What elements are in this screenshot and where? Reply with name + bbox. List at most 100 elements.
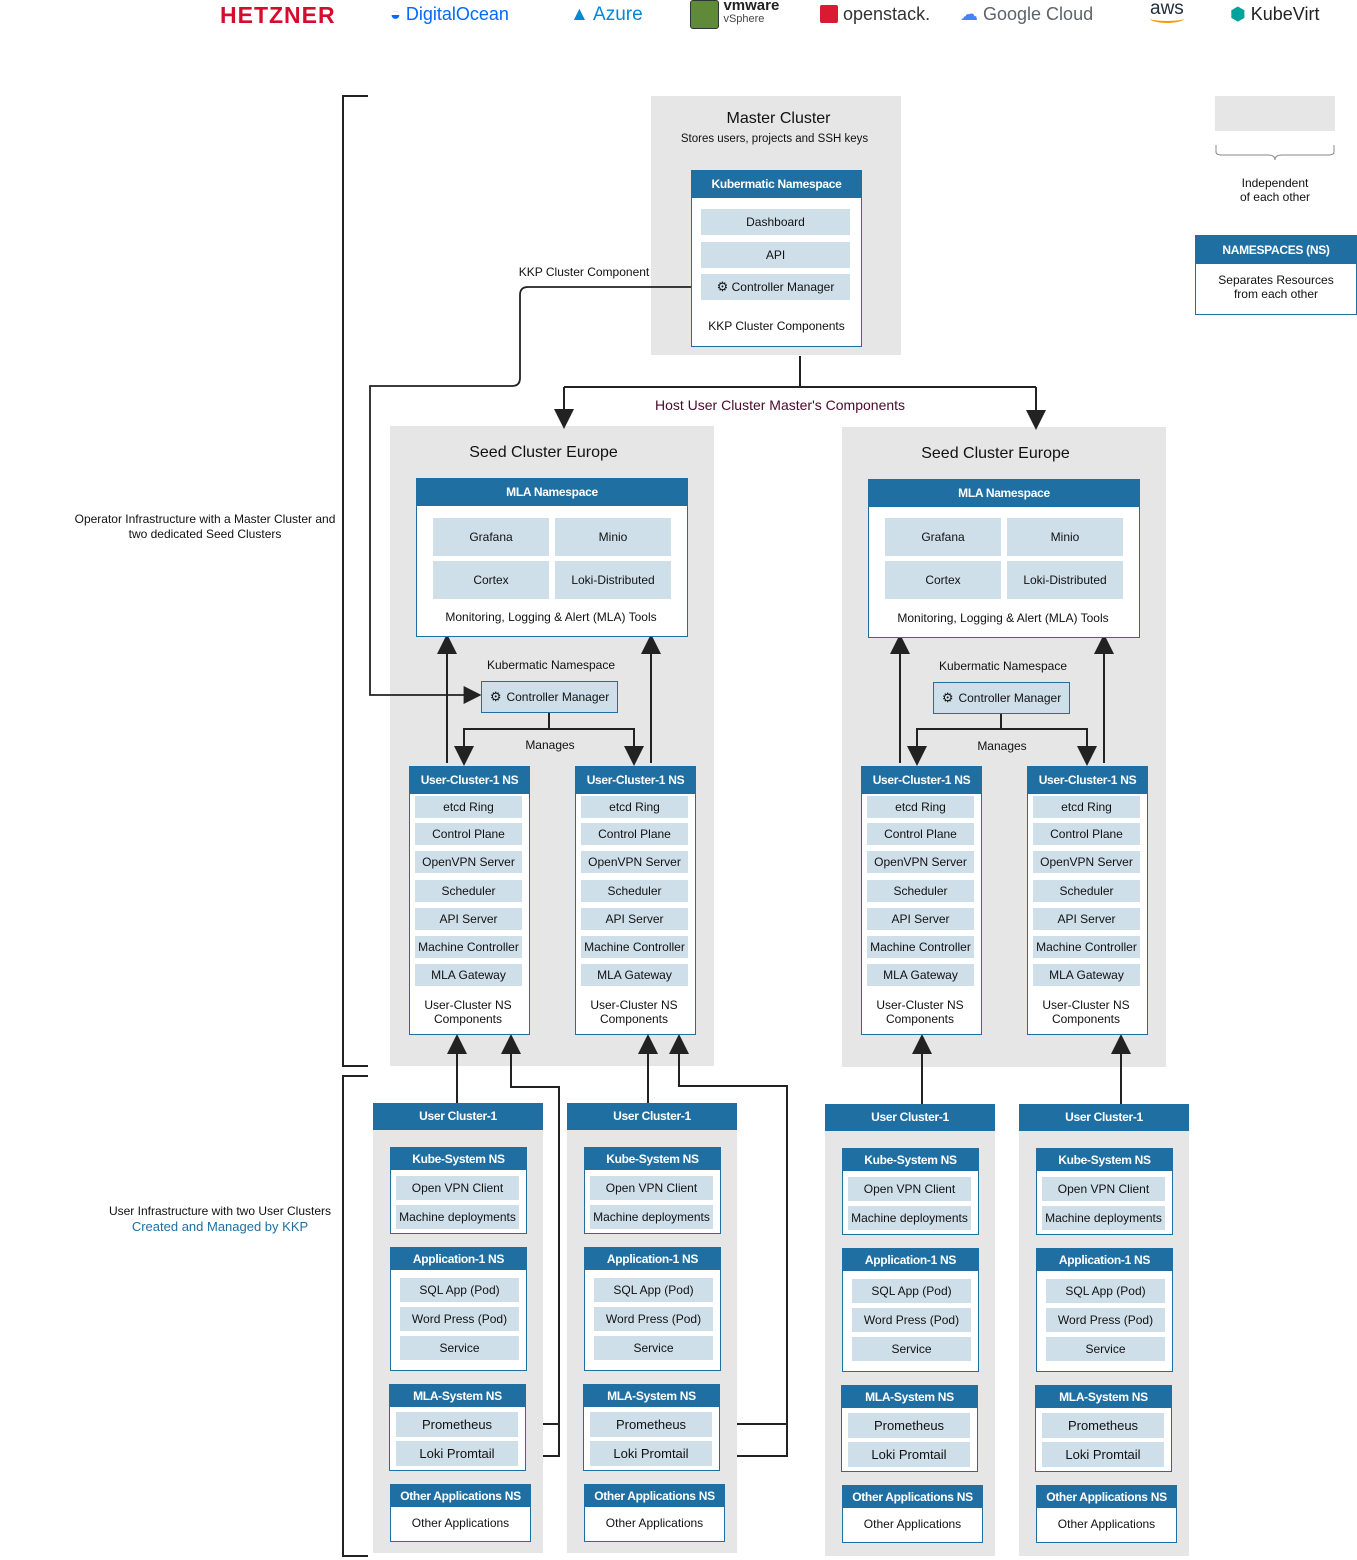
seed-1-b-openvpn-server: OpenVPN Server — [581, 851, 688, 873]
seed-1-a-control-plane: Control Plane — [415, 823, 522, 845]
master-cluster-subtitle: Stores users, projects and SSH keys — [680, 133, 869, 145]
uc1-other-apps-ns-title: Other Applications NS — [391, 1485, 530, 1507]
digitalocean-icon: ◒ — [390, 4, 401, 24]
uc3-application-ns-title: Application-1 NS — [843, 1249, 978, 1271]
seed-cluster-2-title: Seed Cluster Europe — [921, 445, 1070, 462]
uc1-word-press: Word Press (Pod) — [400, 1307, 519, 1331]
legend-gray-box — [1215, 96, 1335, 131]
uc2-sql-app: SQL App (Pod) — [594, 1278, 713, 1302]
uc2-mla-system-ns-title: MLA-System NS — [584, 1385, 719, 1407]
seed-2-mla-namespace-title: MLA Namespace — [869, 480, 1139, 507]
seed-1-b-api-server: API Server — [581, 908, 688, 930]
kubevirt-text: KubeVirt — [1250, 4, 1320, 24]
uc4-machine-deployments: Machine deployments — [1042, 1206, 1165, 1230]
aws-text: aws — [1150, 0, 1184, 19]
uc3-sql-app: SQL App (Pod) — [852, 1279, 971, 1303]
seed-1-b-machine-controller: Machine Controller — [581, 936, 688, 958]
seed-1-mla-namespace: MLA Namespace — [416, 478, 688, 637]
seed-2-b-api-server: API Server — [1033, 908, 1140, 930]
seed-1-a-scheduler: Scheduler — [415, 880, 522, 902]
seed-2-user-cluster-ns-a-title: User-Cluster-1 NS — [862, 767, 981, 794]
uc4-loki-promtail: Loki Promtail — [1042, 1442, 1164, 1467]
user-infrastructure-line1: User Infrastructure with two User Cluste… — [108, 1204, 332, 1218]
seed-1-b-footer: User-Cluster NS Components — [590, 998, 678, 1026]
gear-icon: ⚙ — [489, 689, 502, 704]
seed-2-b-footer: User-Cluster NS Components — [1042, 998, 1130, 1026]
kubevirt-icon: ⬢ — [1230, 4, 1246, 24]
seed-1-b-mla-gateway: MLA Gateway — [581, 964, 688, 986]
vmware-text: vmware — [723, 0, 780, 14]
seed-2-b-etcd: etcd Ring — [1033, 796, 1140, 818]
vsphere-text: vSphere — [723, 13, 765, 25]
google-cloud-text: Google Cloud — [983, 4, 1094, 24]
seed-cluster-1-title: Seed Cluster Europe — [469, 444, 618, 461]
vmware-logo: vmware vSphere — [690, 0, 779, 29]
uc4-service: Service — [1046, 1337, 1165, 1361]
google-cloud-icon: ☁ — [960, 4, 978, 24]
uc3-kube-system-ns-title: Kube-System NS — [843, 1149, 978, 1171]
user-cluster-1-title: User Cluster-1 — [373, 1103, 543, 1130]
seed-1-b-scheduler: Scheduler — [581, 880, 688, 902]
host-user-cluster-label: Host User Cluster Master's Components — [620, 397, 940, 413]
uc3-other-apps-ns: Other Applications NS Other Applications — [842, 1485, 983, 1543]
seed-1-controller-manager-label: Controller Manager — [506, 690, 610, 704]
uc2-other-apps: Other Applications — [605, 1516, 704, 1530]
openstack-logo: openstack. — [820, 4, 930, 25]
seed-2-minio: Minio — [1007, 518, 1123, 556]
seed-2-b-openvpn-server: OpenVPN Server — [1033, 851, 1140, 873]
seed-1-a-mla-gateway: MLA Gateway — [415, 964, 522, 986]
hetzner-logo: HETZNER — [220, 2, 336, 28]
uc2-loki-promtail: Loki Promtail — [590, 1441, 712, 1466]
seed-2-b-mla-gateway: MLA Gateway — [1033, 964, 1140, 986]
uc2-machine-deployments: Machine deployments — [590, 1205, 713, 1229]
legend-namespaces-box: NAMESPACES (NS) Separates Resources from… — [1195, 235, 1357, 315]
seed-2-a-control-plane: Control Plane — [867, 823, 974, 845]
seed-1-mla-footer: Monitoring, Logging & Alert (MLA) Tools — [445, 610, 657, 624]
seed-1-grafana: Grafana — [433, 518, 549, 556]
uc4-sql-app: SQL App (Pod) — [1046, 1279, 1165, 1303]
user-cluster-2-title: User Cluster-1 — [567, 1103, 737, 1130]
seed-2-b-control-plane: Control Plane — [1033, 823, 1140, 845]
google-cloud-logo: ☁ Google Cloud — [960, 4, 1093, 25]
legend-namespaces-title: NAMESPACES (NS) — [1196, 236, 1356, 264]
uc4-other-apps-ns: Other Applications NS Other Applications — [1036, 1485, 1177, 1543]
azure-text: Azure — [593, 4, 643, 25]
dashboard-item: Dashboard — [701, 209, 850, 235]
legend-independent-label: Independent of each other — [1239, 176, 1311, 204]
kkp-cluster-component-label: KKP Cluster Component — [518, 265, 650, 279]
seed-1-mla-namespace-title: MLA Namespace — [417, 479, 687, 506]
uc3-prometheus: Prometheus — [848, 1413, 970, 1438]
seed-1-a-openvpn-server: OpenVPN Server — [415, 851, 522, 873]
kubevirt-logo: ⬢ KubeVirt — [1230, 4, 1319, 25]
seed-2-b-scheduler: Scheduler — [1033, 880, 1140, 902]
openstack-text: openstack. — [843, 4, 931, 24]
uc3-loki-promtail: Loki Promtail — [848, 1442, 970, 1467]
uc2-prometheus: Prometheus — [590, 1412, 712, 1437]
aws-logo: aws — [1150, 0, 1184, 23]
seed-1-kubermatic-namespace-label: Kubermatic Namespace — [486, 658, 616, 672]
seed-2-a-mla-gateway: MLA Gateway — [867, 964, 974, 986]
seed-2-user-cluster-ns-b-title: User-Cluster-1 NS — [1028, 767, 1147, 794]
master-cluster-title: Master Cluster — [726, 110, 831, 127]
digitalocean-text: DigitalOcean — [405, 4, 509, 24]
vsphere-icon — [690, 0, 719, 29]
seed-2-controller-manager: ⚙ Controller Manager — [933, 682, 1070, 714]
seed-2-a-footer: User-Cluster NS Components — [876, 998, 964, 1026]
uc4-kube-system-ns-title: Kube-System NS — [1037, 1149, 1172, 1171]
uc1-kube-system-ns-title: Kube-System NS — [391, 1148, 526, 1170]
uc2-kube-system-ns-title: Kube-System NS — [585, 1148, 720, 1170]
seed-1-user-cluster-ns-b-title: User-Cluster-1 NS — [576, 767, 695, 794]
uc3-machine-deployments: Machine deployments — [848, 1206, 971, 1230]
uc2-word-press: Word Press (Pod) — [594, 1307, 713, 1331]
uc4-other-apps: Other Applications — [1057, 1517, 1156, 1531]
seed-1-cortex: Cortex — [433, 561, 549, 599]
uc4-openvpn-client: Open VPN Client — [1042, 1177, 1165, 1201]
uc1-application-ns-title: Application-1 NS — [391, 1248, 526, 1270]
kkp-cluster-components-label: KKP Cluster Components — [708, 319, 845, 333]
uc1-sql-app: SQL App (Pod) — [400, 1278, 519, 1302]
seed-2-a-scheduler: Scheduler — [867, 880, 974, 902]
uc3-word-press: Word Press (Pod) — [852, 1308, 971, 1332]
seed-1-loki-distributed: Loki-Distributed — [555, 561, 671, 599]
user-infrastructure-label: User Infrastructure with two User Cluste… — [90, 1204, 350, 1234]
